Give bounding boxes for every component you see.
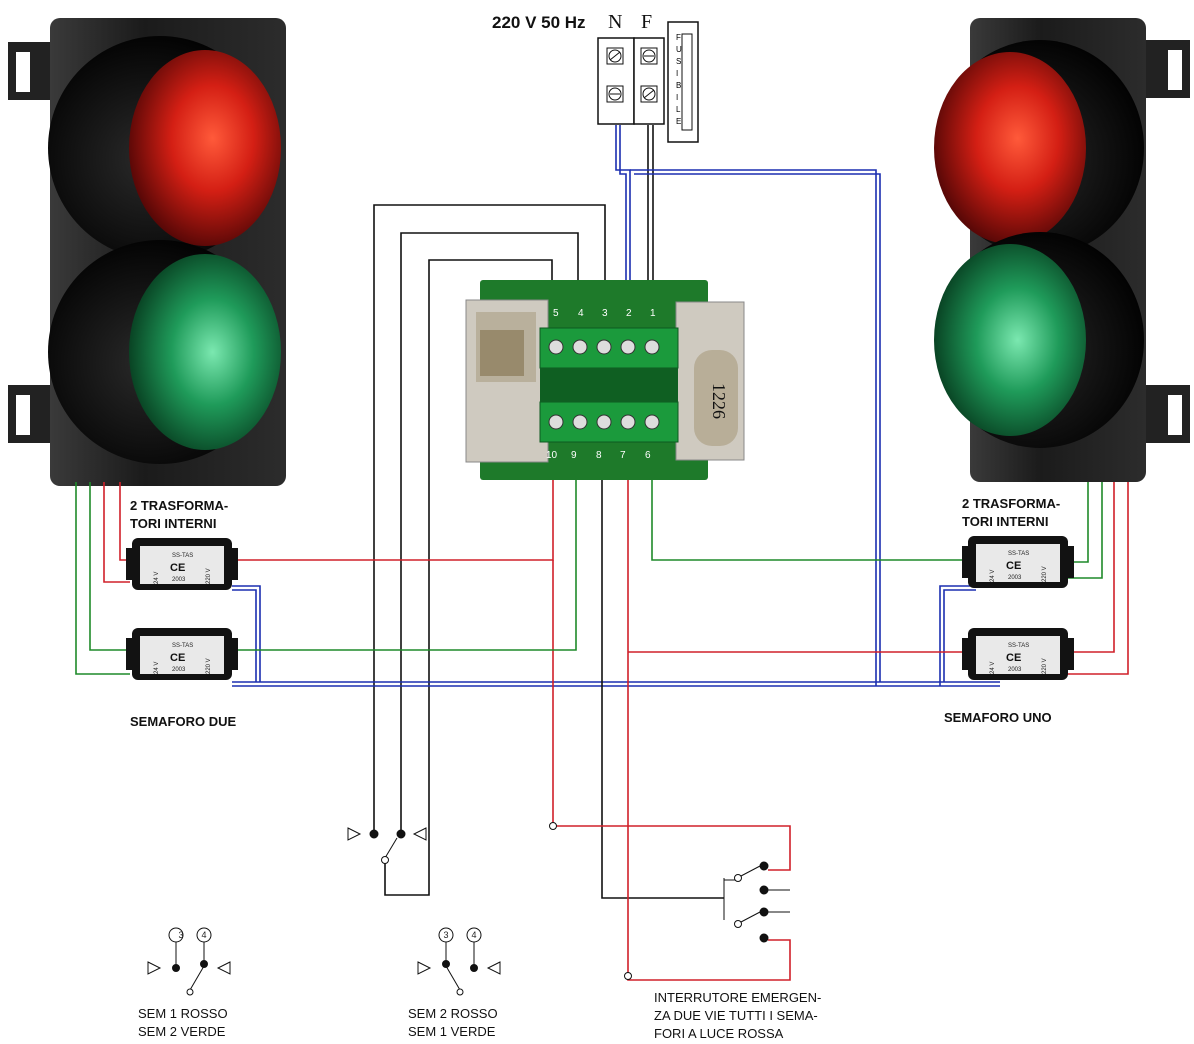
xfmr-model: SS-TAS bbox=[1008, 643, 1029, 649]
xfmr-year: 2003 bbox=[1008, 575, 1022, 581]
emergency-label-1: INTERRUTORE EMERGEN- bbox=[654, 990, 821, 1005]
right-xfmr-label-2: TORI INTERNI bbox=[962, 514, 1048, 529]
board-relay bbox=[694, 350, 738, 446]
xfmr-model: SS-TAS bbox=[172, 643, 193, 649]
fuse-letter: L bbox=[676, 105, 681, 114]
left-signal-name: SEMAFORO DUE bbox=[130, 714, 237, 729]
black-wire-3 bbox=[373, 204, 606, 835]
right-xfmr-label-1: 2 TRASFORMA- bbox=[962, 496, 1060, 511]
fuse-letter: B bbox=[676, 81, 681, 90]
terminal-label: 5 bbox=[553, 308, 559, 319]
xfmr-low-v: 24 V bbox=[990, 662, 996, 674]
xfmr-model: SS-TAS bbox=[1008, 551, 1029, 557]
emergency-switch bbox=[549, 822, 790, 980]
terminal-screw-icon bbox=[608, 49, 622, 63]
selector-switch bbox=[347, 827, 427, 864]
fuse-letter: I bbox=[676, 93, 678, 102]
wires bbox=[75, 125, 1129, 981]
neutral-label: N bbox=[608, 11, 622, 33]
left-transformers: 2 TRASFORMA- TORI INTERNI SS-TAS CE 2003… bbox=[126, 498, 238, 729]
right-bracket-top bbox=[1140, 40, 1190, 98]
xfmr-high-v: 220 V bbox=[1042, 658, 1048, 674]
black-wire-5 bbox=[384, 259, 553, 896]
left-xfmr-label-2: TORI INTERNI bbox=[130, 516, 216, 531]
switch-legend-b bbox=[417, 927, 501, 996]
ce-mark-icon: CE bbox=[1006, 560, 1021, 572]
xfmr-year: 2003 bbox=[172, 667, 186, 673]
xfmr-high-v: 220 V bbox=[206, 658, 212, 674]
fuse-letter: F bbox=[676, 33, 681, 42]
fuse-letter: E bbox=[676, 117, 681, 126]
bottom-terminal-labels: 10 9 8 7 6 bbox=[546, 450, 651, 461]
black-wire-4 bbox=[400, 232, 579, 835]
fuse-letter: U bbox=[676, 45, 682, 54]
terminal-label: 3 bbox=[602, 308, 608, 319]
terminal-label: 7 bbox=[620, 450, 626, 461]
xfmr-year: 2003 bbox=[172, 577, 186, 583]
fuse-letter: I bbox=[676, 69, 678, 78]
right-traffic-light bbox=[934, 18, 1190, 482]
switch-a-line1: SEM 1 ROSSO bbox=[138, 1006, 228, 1021]
right-green-lens-icon bbox=[934, 244, 1086, 436]
phase-label: F bbox=[641, 11, 652, 33]
ce-mark-icon: CE bbox=[170, 652, 185, 664]
right-bracket-bottom bbox=[1140, 385, 1190, 443]
switch-a-term-3: 3 bbox=[178, 930, 183, 940]
relay-board: 1226 5 4 3 2 1 10 9 8 7 6 bbox=[465, 280, 745, 480]
terminal-label: 8 bbox=[596, 450, 602, 461]
emergency-label-3: FORI A LUCE ROSSA bbox=[654, 1026, 784, 1041]
switch-b-term-4: 4 bbox=[471, 930, 476, 940]
ce-mark-icon: CE bbox=[1006, 652, 1021, 664]
switch-legend-a bbox=[147, 927, 231, 996]
switch-b-line2: SEM 1 VERDE bbox=[408, 1024, 496, 1039]
right-red-lens-icon bbox=[934, 52, 1086, 244]
terminal-label: 2 bbox=[626, 308, 632, 319]
terminal-label: 4 bbox=[578, 308, 584, 319]
supply-terminal-block: 220 V 50 Hz N F bbox=[492, 11, 699, 143]
ce-mark-icon: CE bbox=[170, 562, 185, 574]
switch-b-line1: SEM 2 ROSSO bbox=[408, 1006, 498, 1021]
xfmr-low-v: 24 V bbox=[154, 572, 160, 584]
xfmr-model: SS-TAS bbox=[172, 553, 193, 559]
switch-a-line2: SEM 2 VERDE bbox=[138, 1024, 226, 1039]
left-traffic-light bbox=[8, 18, 286, 486]
left-red-lens-icon bbox=[129, 50, 281, 246]
terminal-label: 6 bbox=[645, 450, 651, 461]
xfmr-high-v: 220 V bbox=[1042, 566, 1048, 582]
terminal-label: 9 bbox=[571, 450, 577, 461]
right-signal-name: SEMAFORO UNO bbox=[944, 710, 1052, 725]
left-green-lens-icon bbox=[129, 254, 281, 450]
emergency-label-2: ZA DUE VIE TUTTI I SEMA- bbox=[654, 1008, 818, 1023]
right-transformers: 2 TRASFORMA- TORI INTERNI SS-TAS CE 2003… bbox=[944, 496, 1074, 725]
xfmr-low-v: 24 V bbox=[154, 662, 160, 674]
xfmr-year: 2003 bbox=[1008, 667, 1022, 673]
board-code-label: 1226 bbox=[709, 383, 729, 419]
left-xfmr-label-1: 2 TRASFORMA- bbox=[130, 498, 228, 513]
switch-a-term-4: 4 bbox=[201, 930, 206, 940]
switch-b-term-3: 3 bbox=[443, 930, 448, 940]
terminal-label: 10 bbox=[546, 450, 558, 461]
top-terminal-labels: 5 4 3 2 1 bbox=[553, 308, 656, 319]
terminal-label: 1 bbox=[650, 308, 656, 319]
xfmr-high-v: 220 V bbox=[206, 568, 212, 584]
supply-voltage-label: 220 V 50 Hz bbox=[492, 13, 586, 32]
fuse-letter: S bbox=[676, 57, 681, 66]
xfmr-low-v: 24 V bbox=[990, 570, 996, 582]
